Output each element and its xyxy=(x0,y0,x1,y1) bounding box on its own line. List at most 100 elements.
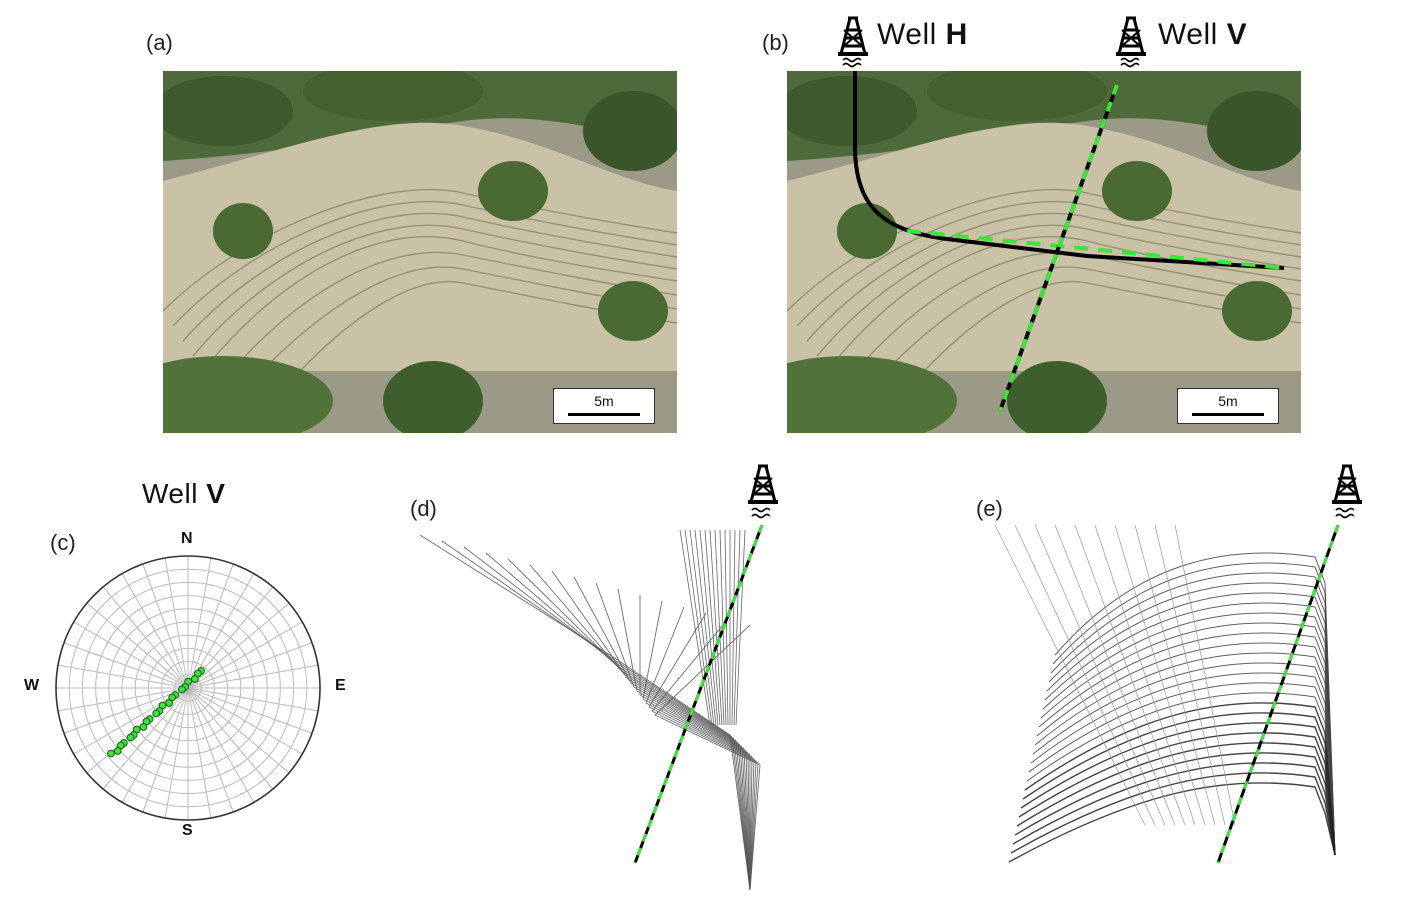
well-v-path-e xyxy=(1216,525,1340,864)
derrick-icon xyxy=(1114,14,1148,68)
fold-layer xyxy=(463,546,751,891)
faint-layer xyxy=(1154,525,1226,826)
scale-label-b: 5m xyxy=(1218,393,1238,409)
model-d xyxy=(420,525,800,895)
steep-layer xyxy=(699,529,719,726)
pole-point xyxy=(139,723,148,731)
fold-layer xyxy=(529,564,751,891)
fold-layer xyxy=(1026,692,1336,856)
compass-south: S xyxy=(182,822,193,839)
steep-layer xyxy=(733,529,741,726)
fold-layer xyxy=(1048,582,1336,856)
panel-e-letter: (e) xyxy=(976,496,1003,521)
steep-layer xyxy=(704,529,721,726)
fold-layer xyxy=(420,534,751,891)
scale-label-a: 5m xyxy=(594,393,614,409)
fold-layer xyxy=(1012,762,1336,856)
fold-layer xyxy=(651,618,759,891)
fold-layer xyxy=(1016,742,1336,856)
outcrop-photo-b: 5m xyxy=(787,71,1301,433)
fold-layer xyxy=(1050,572,1336,856)
fold-layer xyxy=(1024,702,1336,856)
pole-point xyxy=(165,699,174,707)
faint-layer xyxy=(1094,525,1196,826)
well-v-label: Well V xyxy=(1158,18,1247,52)
panel-c-letter: (c) xyxy=(50,530,76,555)
fold-layer xyxy=(1022,712,1336,856)
fold-layer xyxy=(1052,562,1336,856)
compass-north: N xyxy=(181,530,193,547)
stereonet-title-prefix: Well xyxy=(142,478,198,509)
outcrop-photo-a: 5m xyxy=(163,71,677,433)
well-h-trajectory xyxy=(853,71,1285,270)
pole-point xyxy=(113,747,122,755)
stereonet-title: Well V xyxy=(142,478,225,510)
fold-layer xyxy=(551,570,751,891)
fold-layer xyxy=(645,606,755,891)
steep-layer xyxy=(679,529,711,726)
fold-layer xyxy=(617,588,751,891)
well-v-prefix: Well xyxy=(1158,18,1218,51)
fold-layer xyxy=(1014,752,1336,856)
fold-layer xyxy=(1020,722,1336,856)
outcrop-illustration-a xyxy=(163,71,677,433)
fold-layer xyxy=(1036,642,1336,856)
pole-point xyxy=(107,749,115,758)
fold-layer xyxy=(1034,652,1336,856)
fold-layer xyxy=(1008,782,1336,863)
fold-layer xyxy=(1038,632,1336,856)
well-h-prefix: Well xyxy=(877,18,937,51)
steep-layer xyxy=(735,529,746,726)
pole-point xyxy=(178,685,186,694)
pole-point xyxy=(152,709,161,718)
steep-layer xyxy=(724,529,729,726)
steep-layer xyxy=(689,529,715,726)
stereonet-plot xyxy=(53,553,323,823)
fold-layer xyxy=(1032,662,1336,856)
faint-layer xyxy=(1014,525,1156,826)
fold-layer xyxy=(573,576,751,891)
faint-layer xyxy=(1174,525,1236,826)
primitive-circle xyxy=(55,555,321,821)
model-e xyxy=(995,525,1375,895)
faint-layer xyxy=(1034,525,1166,826)
panel-b-letter: (b) xyxy=(762,30,789,55)
steep-layer xyxy=(694,529,717,726)
fold-layer xyxy=(1046,592,1336,856)
fold-layer xyxy=(507,558,751,891)
fold-layer xyxy=(1054,552,1336,856)
derrick-icon xyxy=(836,14,870,68)
fold-layers-d xyxy=(420,529,761,891)
faint-layer xyxy=(1134,525,1216,826)
fold-layer xyxy=(1040,622,1336,856)
derrick-icon xyxy=(1330,462,1364,524)
compass-east: E xyxy=(335,677,346,694)
fold-layer xyxy=(441,540,751,891)
fold-layer xyxy=(485,552,751,891)
fold-layer xyxy=(1030,672,1336,856)
pole-points xyxy=(107,667,205,758)
well-v-name: V xyxy=(1226,18,1248,51)
steep-layer xyxy=(731,529,736,726)
faint-layer xyxy=(995,525,1146,826)
steep-layer xyxy=(709,529,723,726)
fold-layer xyxy=(648,612,757,891)
compass-west: W xyxy=(24,677,40,694)
well-h-label: Well H xyxy=(877,18,968,52)
fold-layer xyxy=(654,624,761,891)
outcrop-illustration-b xyxy=(787,71,1301,433)
faint-layer xyxy=(1114,525,1206,826)
steep-layer xyxy=(714,529,725,726)
fold-layer xyxy=(642,600,753,891)
fold-layers-e xyxy=(995,525,1336,863)
fold-layer xyxy=(1010,772,1336,856)
pole-point xyxy=(126,733,135,742)
scale-bar-line-b xyxy=(1192,413,1264,416)
steep-layer xyxy=(684,529,713,726)
well-v-markers-d xyxy=(633,525,764,864)
faint-layer xyxy=(1054,525,1176,826)
derrick-icon xyxy=(746,462,780,524)
panel-a-letter: (a) xyxy=(146,30,173,55)
pole-point xyxy=(190,675,199,683)
stereonet-title-name: V xyxy=(206,478,226,509)
